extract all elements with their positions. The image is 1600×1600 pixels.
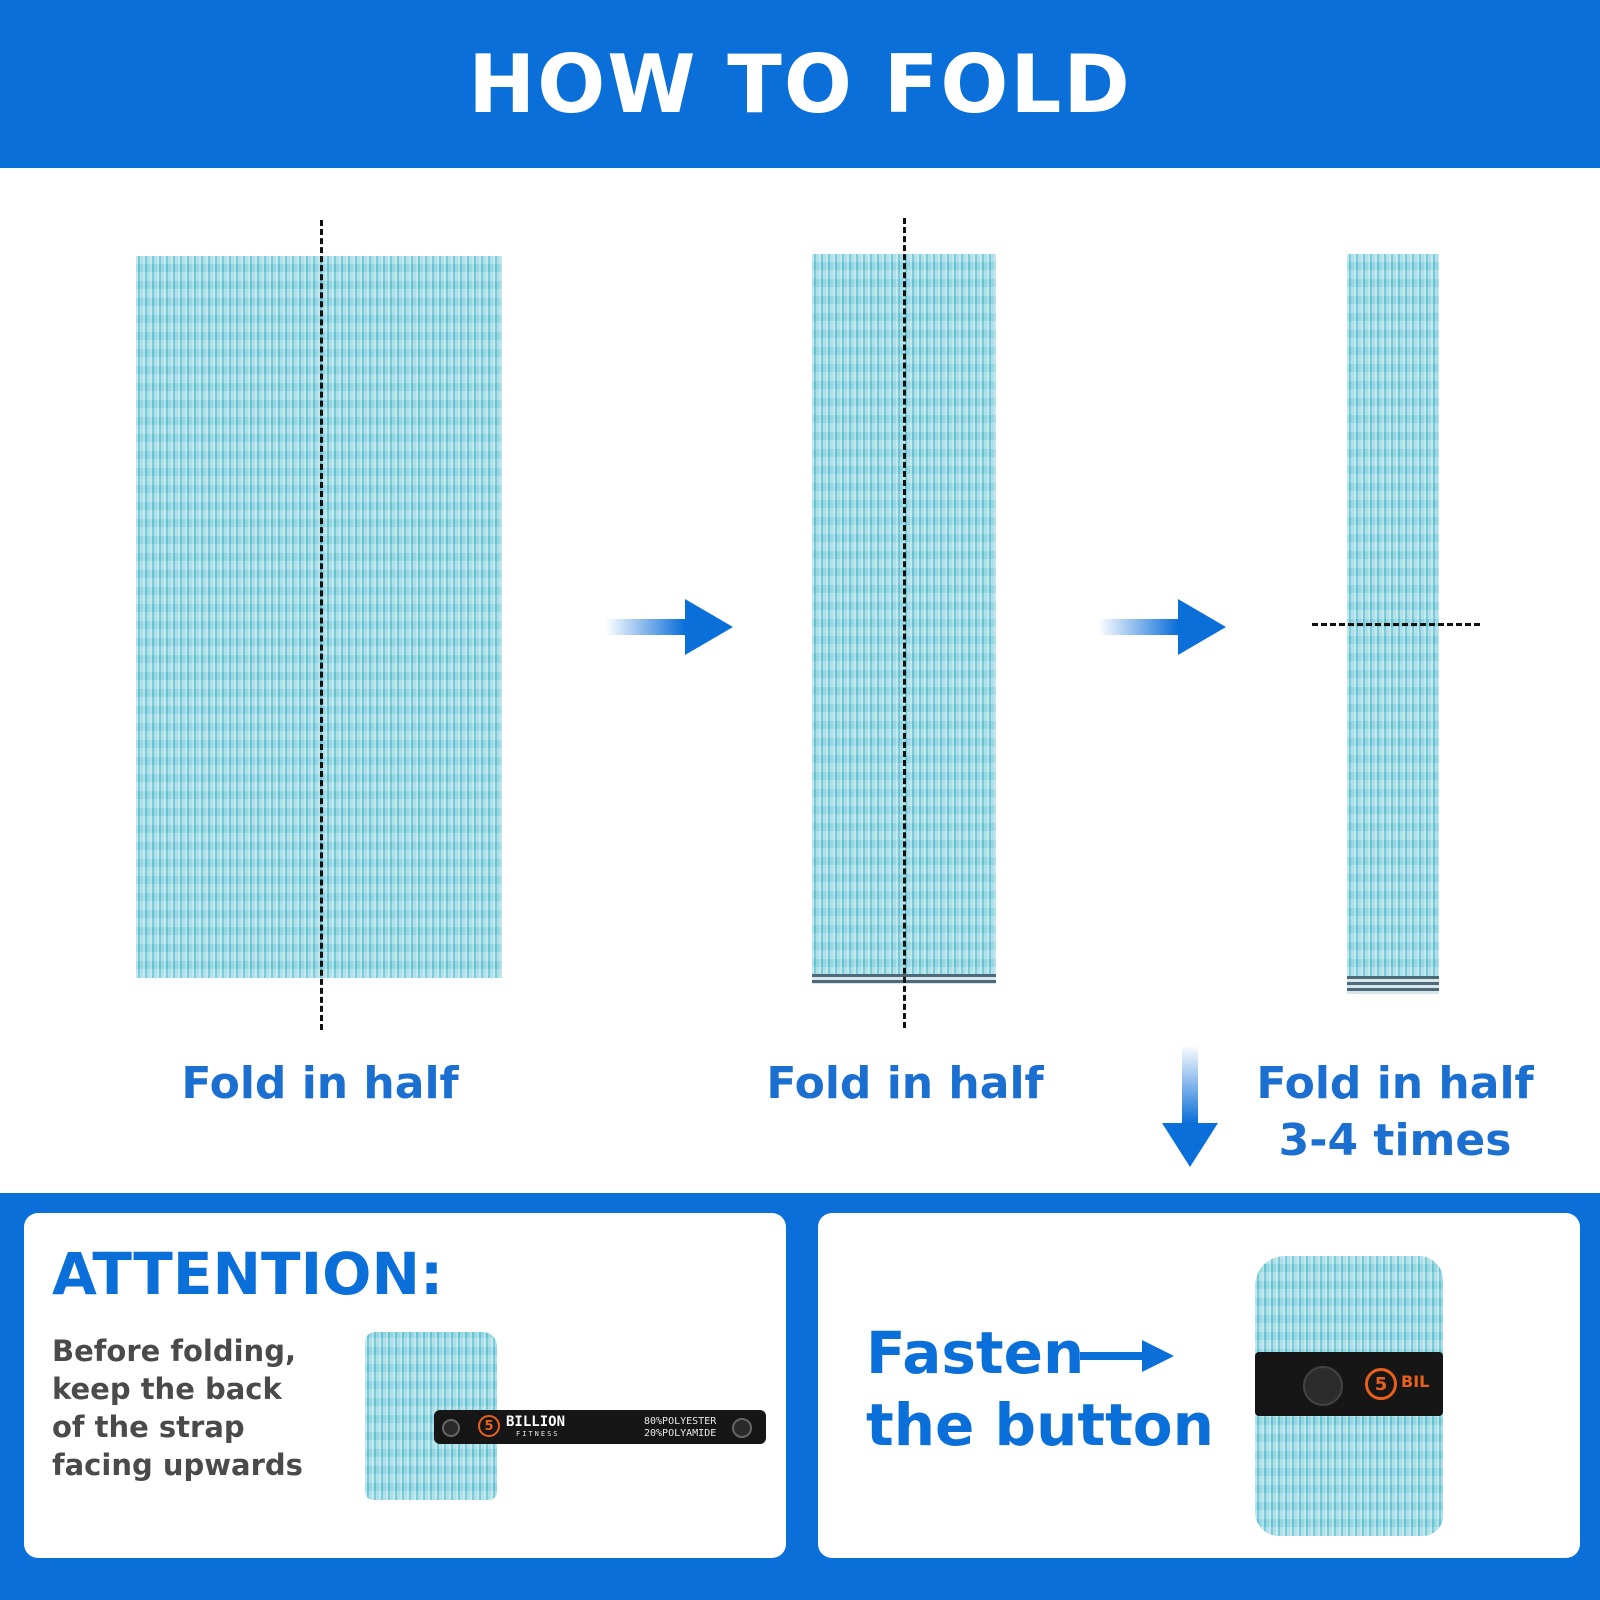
header-banner (0, 0, 1600, 168)
attention-line: Before folding, (52, 1334, 296, 1368)
strap-brand: BILLION (506, 1414, 566, 1430)
brand-logo-icon: 5 (478, 1415, 500, 1437)
logo-number: 5 (484, 1418, 494, 1434)
fold-line-horizontal (1312, 623, 1480, 626)
fasten-card (818, 1213, 1580, 1558)
rolled-towel (365, 1332, 497, 1500)
button-snap-icon (1303, 1366, 1343, 1406)
brand-logo-icon: 5 (1365, 1368, 1397, 1400)
arrow-down-icon (1162, 1045, 1218, 1167)
strap-fabric-2: 20%POLYAMIDE (644, 1428, 717, 1439)
arrow-right-icon (1098, 599, 1226, 655)
step-1-label: Fold in half (181, 1058, 459, 1109)
attention-line: facing upwards (52, 1448, 303, 1482)
towel-unfolded (136, 256, 502, 978)
attention-title: ATTENTION: (52, 1240, 444, 1308)
towel-quarter-folded (1347, 254, 1439, 976)
strap-fastened: 5 BIL (1255, 1352, 1443, 1416)
towel-edge-stripes (1347, 976, 1439, 994)
step-3-label: Fold in half 3-4 times (1230, 1055, 1560, 1169)
step-3-label-line2: 3-4 times (1278, 1115, 1512, 1167)
attention-text: Before folding, keep the back of the str… (52, 1332, 352, 1484)
attention-line: keep the back (52, 1372, 282, 1406)
arrow-right-icon (1080, 1340, 1174, 1372)
page-title: HOW TO FOLD (468, 37, 1132, 131)
attention-line: of the strap (52, 1410, 245, 1444)
button-snap-icon (732, 1418, 752, 1438)
button-snap-icon (442, 1419, 460, 1437)
logo-number: 5 (1374, 1373, 1388, 1395)
arrow-right-icon (605, 599, 733, 655)
step-3-label-line1: Fold in half (1256, 1058, 1534, 1109)
strap-brand: BIL (1401, 1372, 1430, 1391)
fasten-line-2: the button (866, 1391, 1214, 1459)
strap: 5 BILLION FITNESS 80%POLYESTER 20%POLYAM… (434, 1410, 766, 1444)
fold-line-vertical-1 (320, 220, 323, 1030)
step-2-label: Fold in half (766, 1058, 1044, 1109)
strap-sub: FITNESS (516, 1430, 560, 1438)
fasten-line-1: Fasten (866, 1319, 1085, 1387)
strap-fabric-1: 80%POLYESTER (644, 1416, 717, 1427)
fold-line-vertical-2 (903, 218, 906, 1028)
